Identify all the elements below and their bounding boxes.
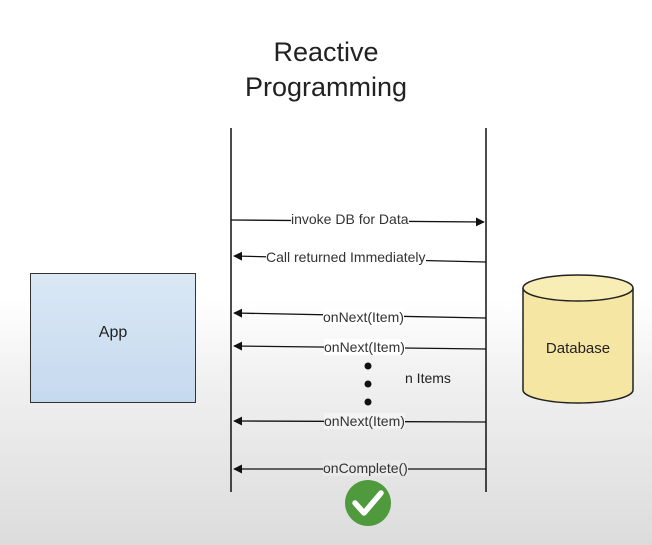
database-label: Database — [545, 340, 611, 357]
message-label-onnext-3: onNext(Item) — [324, 413, 405, 429]
message-label-call-returned: Call returned Immediately — [266, 249, 426, 265]
title-line-1: Reactive — [273, 37, 379, 67]
app-box: App — [30, 273, 196, 403]
ellipsis-dot — [364, 398, 372, 406]
ellipsis-dot — [364, 362, 372, 370]
n-items-label: n Items — [405, 370, 451, 386]
diagram-title: Reactive Programming — [0, 35, 652, 105]
message-label-onnext-1: onNext(Item) — [323, 309, 404, 325]
title-line-2: Programming — [244, 72, 408, 102]
message-label-oncomplete: onComplete() — [323, 460, 408, 476]
message-label-onnext-2: onNext(Item) — [324, 339, 405, 355]
database-cylinder — [522, 274, 634, 404]
check-icon — [345, 480, 391, 526]
ellipsis-dot — [364, 380, 372, 388]
app-label: App — [98, 324, 128, 341]
message-label-invoke-db: invoke DB for Data — [291, 211, 409, 227]
